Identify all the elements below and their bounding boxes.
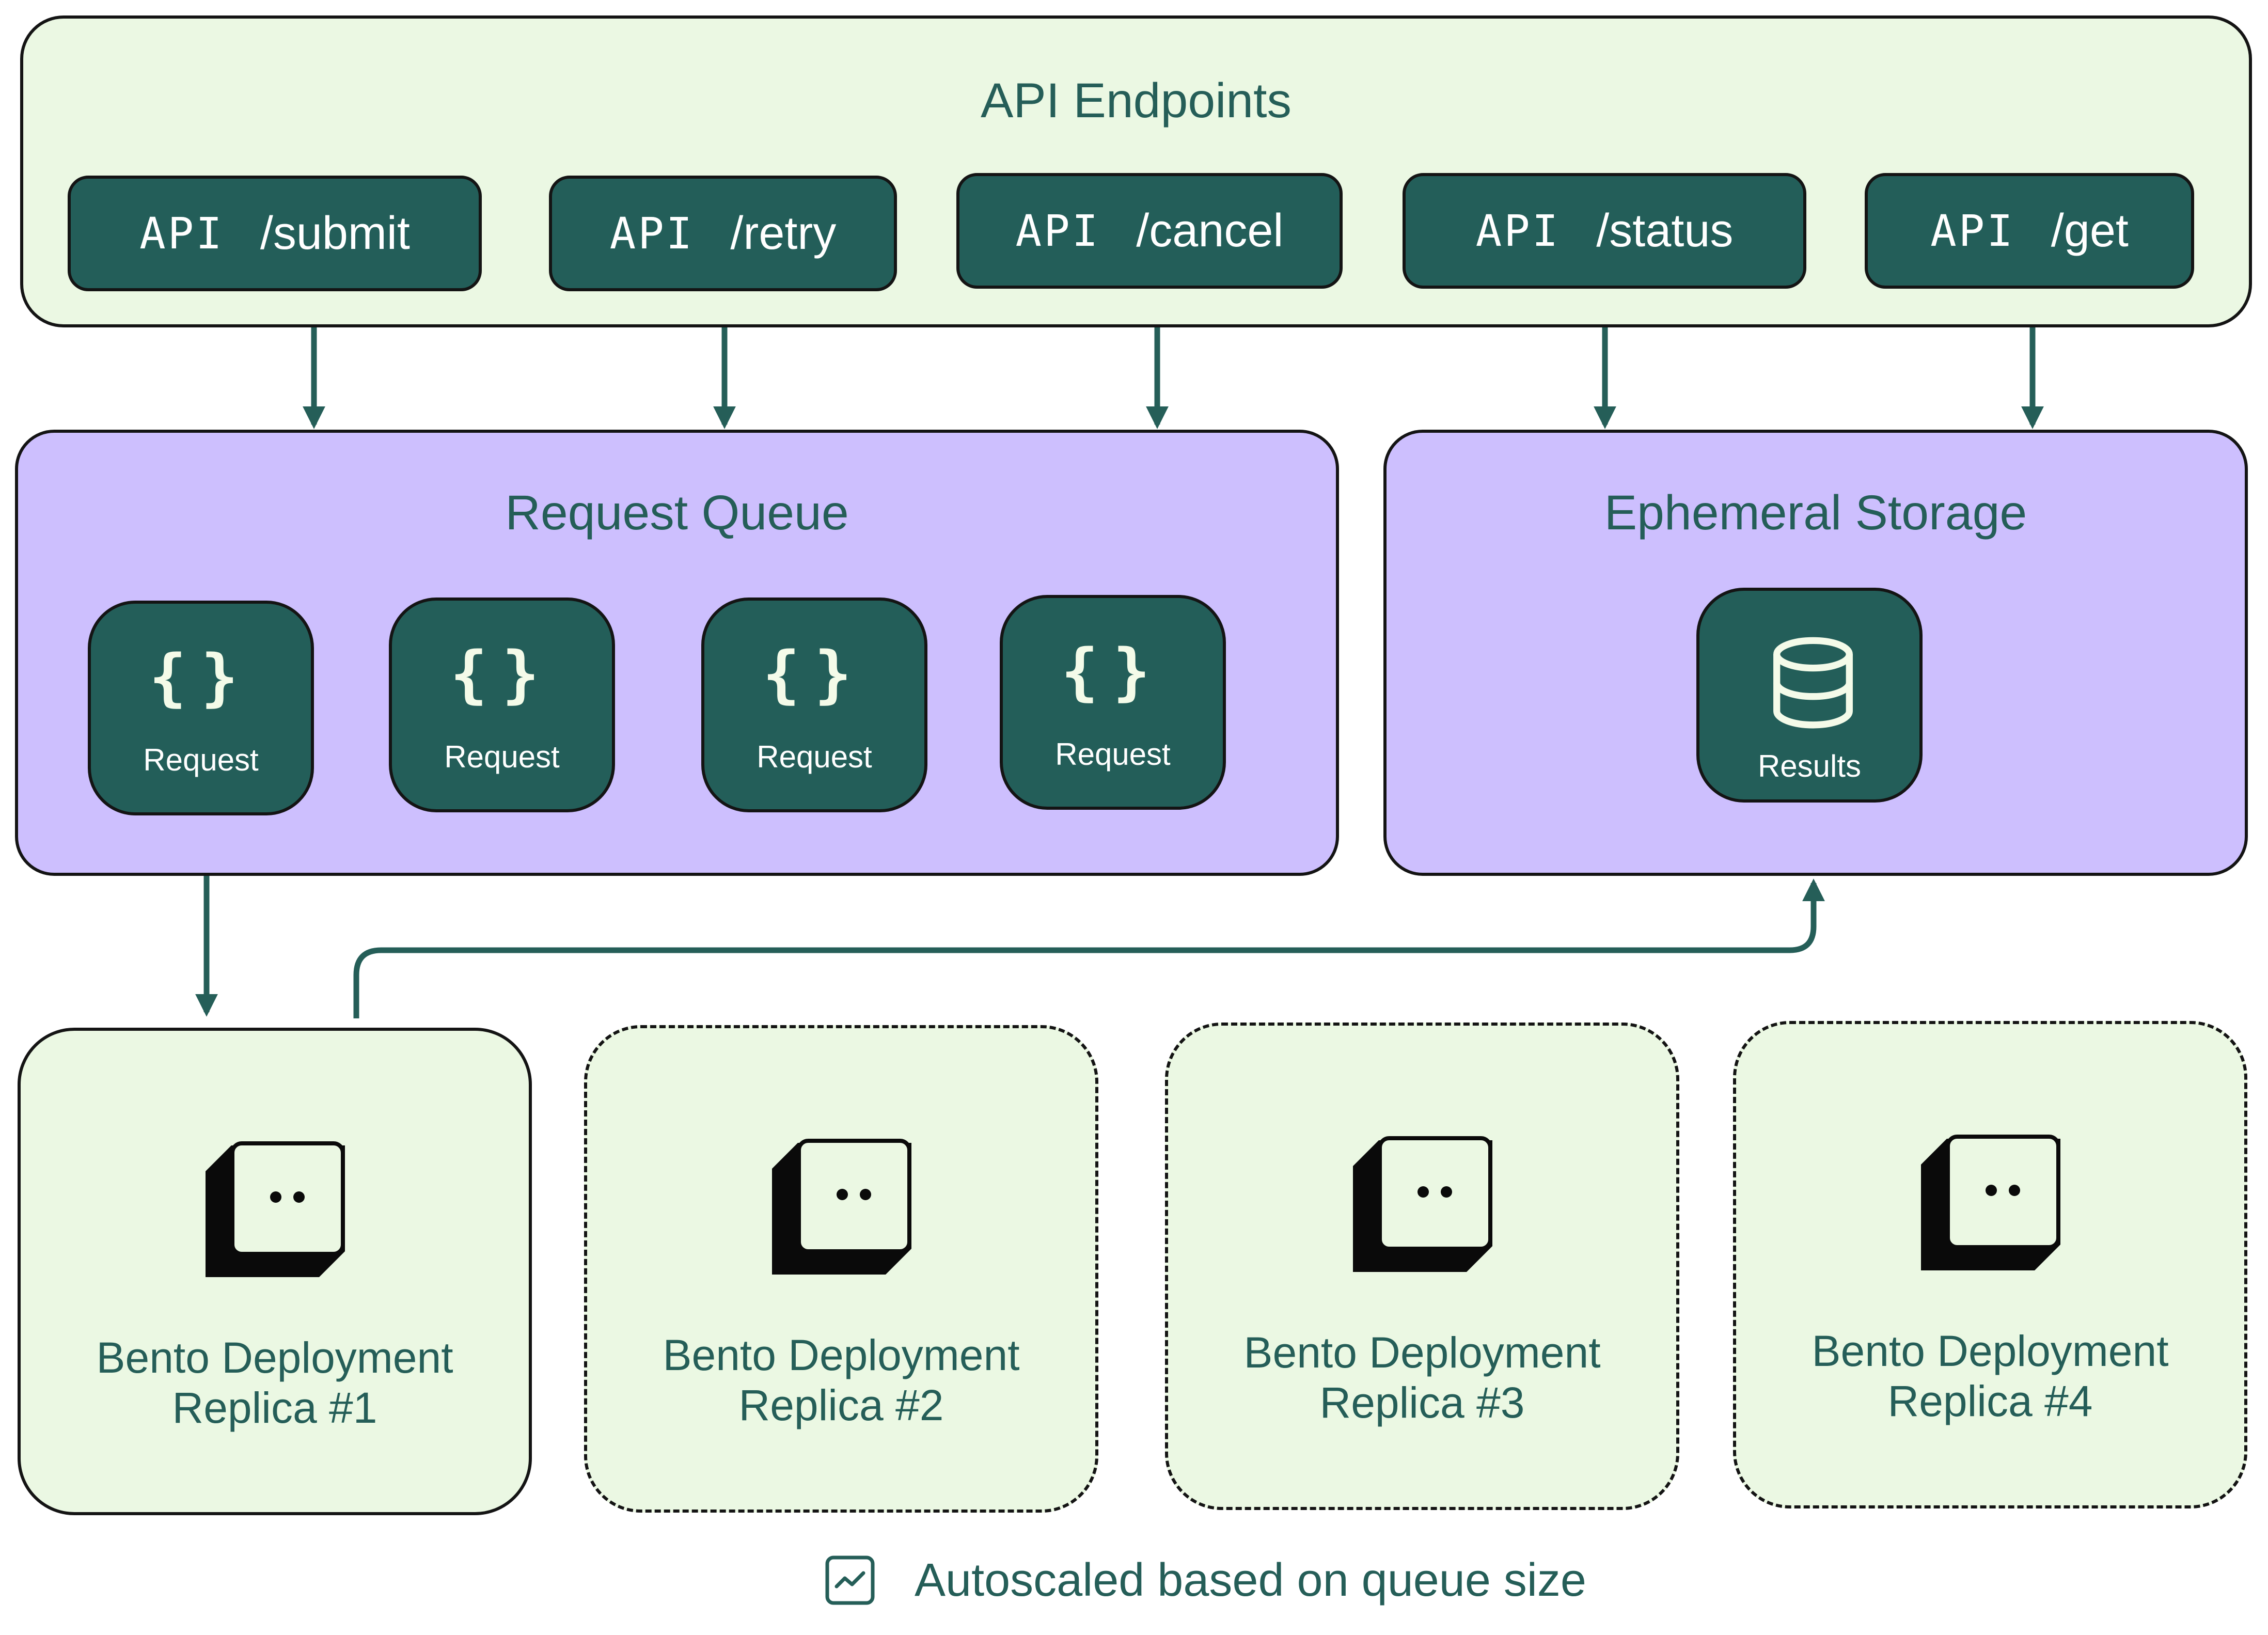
request-item[interactable]: {} Request — [88, 601, 314, 815]
endpoint-path: /status — [1596, 205, 1734, 257]
api-submit-endpoint[interactable]: API /submit — [68, 176, 482, 291]
replica-label: Bento Deployment Replica #1 — [96, 1333, 453, 1432]
api-status-endpoint[interactable]: API /status — [1403, 173, 1806, 289]
curly-braces-icon: {} — [1061, 636, 1165, 708]
bento-box-icon — [772, 1139, 911, 1275]
database-icon — [1773, 637, 1853, 729]
replica-2-box[interactable]: Bento Deployment Replica #2 — [584, 1025, 1098, 1513]
api-retry-endpoint[interactable]: API /retry — [549, 176, 897, 291]
replica-label: Bento Deployment Replica #4 — [1812, 1327, 2169, 1425]
curly-braces-icon: {} — [149, 642, 253, 714]
autoscale-footnote: Autoscaled based on queue size — [824, 1554, 1586, 1606]
replica-label: Bento Deployment Replica #3 — [1243, 1328, 1601, 1427]
bento-box-icon — [1353, 1136, 1492, 1272]
request-item[interactable]: {} Request — [1000, 595, 1226, 810]
request-label: Request — [757, 740, 872, 774]
api-get-endpoint[interactable]: API /get — [1865, 173, 2194, 289]
footnote-text: Autoscaled based on queue size — [915, 1554, 1586, 1606]
api-tag: API — [1475, 206, 1561, 256]
results-label: Results — [1757, 749, 1862, 783]
request-label: Request — [143, 743, 259, 777]
request-label: Request — [1055, 737, 1171, 772]
curly-braces-icon: {} — [450, 639, 554, 711]
request-item[interactable]: {} Request — [389, 598, 615, 812]
api-tag: API — [1930, 206, 2015, 256]
api-tag: API — [139, 208, 224, 259]
api-endpoints-title: API Endpoints — [980, 73, 1292, 128]
api-tag: API — [1015, 206, 1100, 256]
endpoint-path: /cancel — [1136, 205, 1284, 257]
bento-box-icon — [206, 1141, 345, 1277]
results-item[interactable]: Results — [1696, 588, 1923, 803]
endpoint-path: /get — [2051, 205, 2129, 257]
request-item[interactable]: {} Request — [701, 598, 927, 812]
replica-4-box[interactable]: Bento Deployment Replica #4 — [1733, 1021, 2247, 1508]
request-queue-title: Request Queue — [505, 485, 849, 540]
line-chart-icon — [825, 1555, 875, 1605]
api-tag: API — [609, 208, 695, 259]
request-label: Request — [444, 740, 560, 774]
arrow-replica-to-results — [353, 878, 1825, 1018]
replica-label: Bento Deployment Replica #2 — [663, 1331, 1020, 1429]
replica-1-box[interactable]: Bento Deployment Replica #1 — [18, 1028, 532, 1515]
api-cancel-endpoint[interactable]: API /cancel — [956, 173, 1343, 289]
endpoint-path: /submit — [260, 207, 410, 259]
curly-braces-icon: {} — [762, 639, 867, 711]
ephemeral-storage-title: Ephemeral Storage — [1604, 485, 2027, 540]
replica-3-box[interactable]: Bento Deployment Replica #3 — [1165, 1023, 1679, 1510]
bento-box-icon — [1921, 1135, 2060, 1270]
endpoint-path: /retry — [730, 207, 837, 259]
